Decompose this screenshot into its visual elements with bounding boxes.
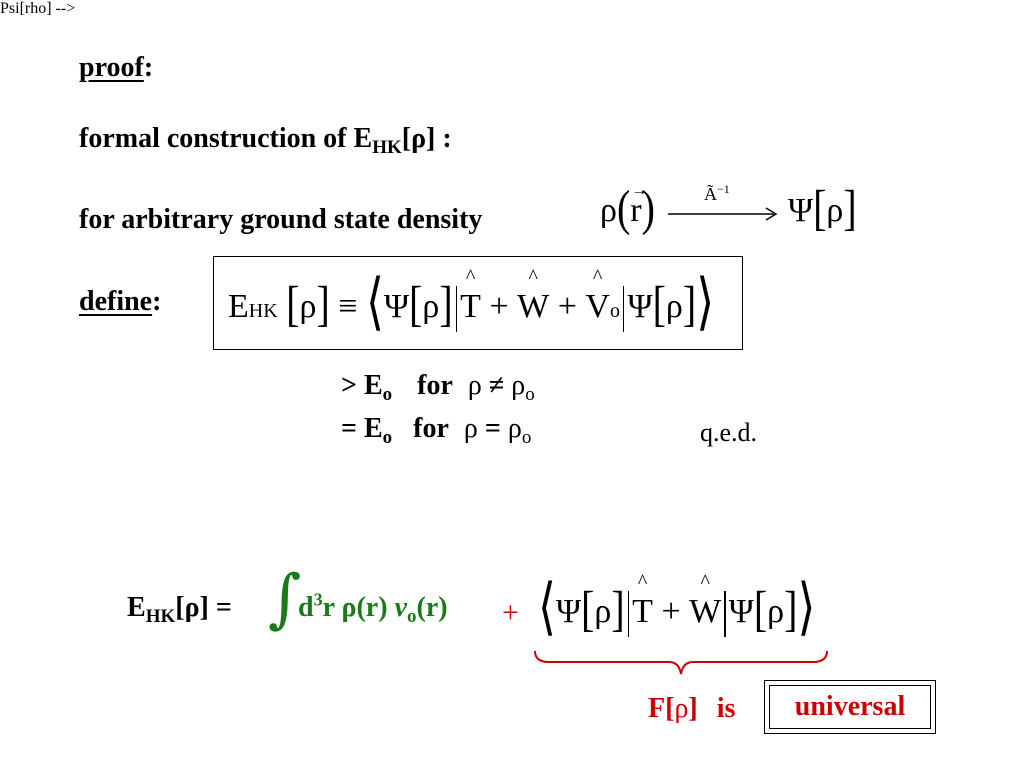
- condition-equal: = Eo for ρ = ρo: [341, 413, 532, 448]
- integral-body: d3r ρ(r) vo(r): [298, 589, 448, 627]
- proof-word: proof: [79, 52, 144, 83]
- integral-sign: ∫: [268, 562, 302, 636]
- define-label: define:: [79, 286, 162, 317]
- plus-sign: +: [502, 596, 519, 629]
- formal-construction-line: formal construction of EHK[ρ] :: [79, 123, 452, 158]
- qed-label: q.e.d.: [700, 418, 758, 447]
- definition-formula: EHK [ρ] ≡ ⟨Ψ[ρ]T + W + VoΨ[ρ]⟩: [228, 270, 714, 332]
- mapping-psi: Ψ[ρ]: [788, 179, 857, 236]
- arbitrary-density-line: for arbitrary ground state density: [79, 204, 483, 235]
- functional-F: ⟨Ψ[ρ]T + WΨ[ρ]⟩: [538, 575, 815, 637]
- universal-box: universal: [764, 680, 936, 734]
- underbrace-icon: [534, 650, 828, 675]
- F-is-label: F[ρ] is: [648, 693, 736, 724]
- definition-box: EHK [ρ] ≡ ⟨Ψ[ρ]T + W + VoΨ[ρ]⟩: [213, 256, 743, 350]
- mapping-formula: ρ(r→): [600, 179, 655, 236]
- ehk-lhs: EHK[ρ] =: [127, 592, 232, 627]
- mapping-arrow: Ã−1: [666, 183, 782, 226]
- long-right-arrow-icon: [668, 207, 778, 221]
- universal-label: universal: [794, 691, 906, 722]
- proof-heading: proof:: [79, 52, 154, 83]
- condition-greater: > Eo for ρ ≠ ρo: [341, 370, 535, 405]
